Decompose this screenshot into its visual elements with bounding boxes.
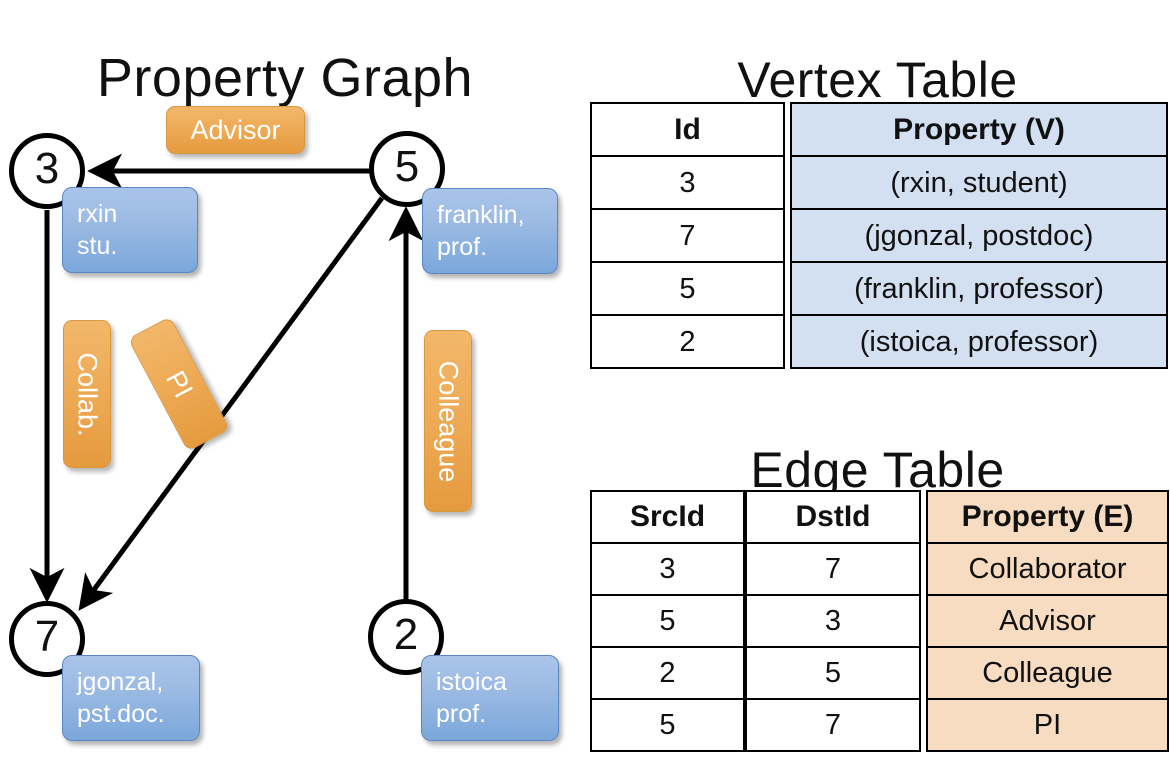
graph-node-5[interactable]: 5 — [369, 131, 445, 207]
table-row: 3 — [590, 155, 785, 210]
vertex-property-box-2-line2: prof. — [436, 700, 487, 728]
page-title-edge-table: Edge Table — [750, 441, 1005, 498]
vertex-property-box-5-line2: prof. — [437, 233, 488, 261]
graph-node-2-label: 2 — [393, 610, 419, 659]
edge-label-collaborator-text: Collab. — [72, 351, 103, 437]
vertex-table: Id 3 7 5 2 Property (V) (rxin, student) … — [590, 102, 1168, 369]
table-row: 5 — [745, 646, 921, 700]
edge-table-dst-column: DstId 7 3 5 7 — [745, 490, 921, 752]
table-row: 7 — [590, 208, 785, 263]
table-row: 3 — [590, 542, 745, 596]
table-row: 3 — [745, 594, 921, 648]
vertex-property-box-3-line1: rxin — [77, 200, 118, 228]
vertex-property-box-3-line2: stu. — [77, 232, 118, 260]
edge-table-property-column: Property (E) Collaborator Advisor Collea… — [926, 490, 1169, 752]
vertex-property-box-3: rxin stu. — [62, 187, 198, 273]
vertex-table-property-column: Property (V) (rxin, student) (jgonzal, p… — [790, 102, 1168, 369]
vertex-property-box-7: jgonzal, pst.doc. — [62, 655, 200, 741]
edge-table-header-dstid: DstId — [745, 490, 921, 544]
edge-table-src-column: SrcId 3 5 2 5 — [590, 490, 745, 752]
vertex-table-header-property: Property (V) — [790, 102, 1168, 157]
edge-label-pi-text: PI — [160, 365, 199, 403]
table-row: 2 — [590, 646, 745, 700]
edge-label-advisor-text: Advisor — [190, 114, 281, 145]
vertex-table-id-column: Id 3 7 5 2 — [590, 102, 785, 369]
edge-table-header-srcid: SrcId — [590, 490, 745, 544]
table-row: Collaborator — [926, 542, 1169, 596]
vertex-property-box-2-line1: istoica — [436, 668, 507, 696]
edge-table: SrcId 3 5 2 5 DstId 7 3 5 7 Property (E)… — [590, 490, 1169, 752]
edge-label-collaborator: Collab. — [63, 320, 111, 468]
vertex-property-box-7-line1: jgonzal, — [77, 668, 164, 696]
page-title-vertex-table: Vertex Table — [737, 51, 1018, 108]
property-graph-panel: Property Graph 3 rxin stu. — [9, 48, 559, 741]
table-row: (rxin, student) — [790, 155, 1168, 210]
table-row: (franklin, professor) — [790, 261, 1168, 316]
vertex-property-box-2: istoica prof. — [421, 655, 559, 741]
graph-node-7-label: 7 — [34, 612, 60, 661]
table-row: 5 — [590, 698, 745, 752]
edge-label-advisor: Advisor — [166, 106, 305, 154]
page-title-property-graph: Property Graph — [96, 48, 474, 109]
graph-node-5-label: 5 — [394, 142, 420, 191]
table-row: PI — [926, 698, 1169, 752]
table-row: 5 — [590, 261, 785, 316]
vertex-property-box-5-line1: franklin, — [437, 201, 525, 229]
table-row: (istoica, professor) — [790, 314, 1168, 369]
table-row: Advisor — [926, 594, 1169, 648]
edge-table-header-property: Property (E) — [926, 490, 1169, 544]
table-row: 7 — [745, 542, 921, 596]
edge-5-to-7-pi — [78, 196, 385, 611]
table-row: (jgonzal, postdoc) — [790, 208, 1168, 263]
table-row: 2 — [590, 314, 785, 369]
graph-node-2[interactable]: 2 — [368, 599, 444, 675]
table-row: Colleague — [926, 646, 1169, 700]
edge-label-colleague-text: Colleague — [433, 360, 464, 482]
table-row: 5 — [590, 594, 745, 648]
edge-label-colleague: Colleague — [424, 330, 472, 512]
vertex-property-box-5: franklin, prof. — [422, 188, 558, 274]
graph-edges-svg — [29, 153, 424, 611]
vertex-table-header-id: Id — [590, 102, 785, 157]
graph-node-3-label: 3 — [34, 144, 60, 193]
table-row: 7 — [745, 698, 921, 752]
vertex-property-box-7-line2: pst.doc. — [77, 700, 165, 728]
